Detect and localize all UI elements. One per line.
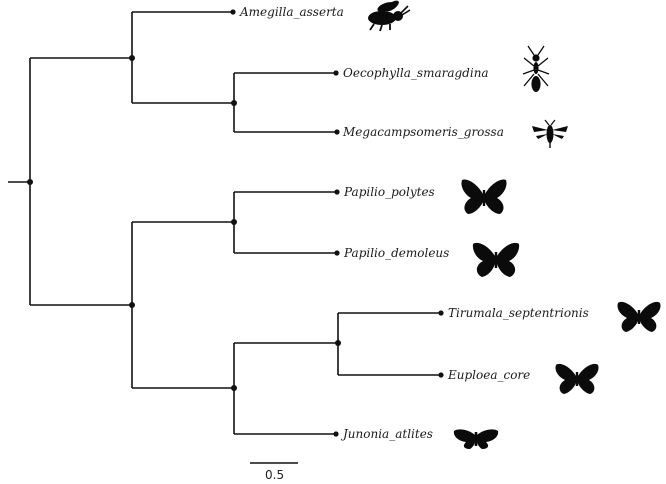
lepidoptera-node [129, 302, 135, 308]
tip-dot-tirumala [438, 310, 443, 315]
tip-label-tirumala: Tirumala_septentrionis [448, 306, 589, 320]
tip-dot-euploea [438, 372, 443, 377]
tip-dot-junonia [333, 431, 338, 436]
tip-label-megacampsomeris: Megacampsomeris_grossa [342, 125, 504, 139]
tip-label-oecophylla: Oecophylla_smaragdina [343, 66, 489, 80]
tip-dot-papilio-demoleus [334, 250, 339, 255]
ant-icon [523, 46, 549, 92]
tip-label-amegilla: Amegilla_asserta [239, 5, 344, 19]
hymenoptera-node [129, 55, 135, 61]
butterfly-icon [555, 364, 598, 394]
wasp-icon [532, 120, 568, 148]
butterfly-icon [473, 243, 519, 277]
tip-label-papilio-demoleus: Papilio_demoleus [343, 246, 449, 260]
nymphalid-node [231, 385, 237, 391]
tip-dot-oecophylla [333, 70, 338, 75]
butterfly-icon [461, 180, 506, 214]
root-node [27, 179, 33, 185]
moth-icon [454, 429, 498, 449]
tip-dot-papilio-polytes [334, 189, 339, 194]
danaine-node [335, 340, 341, 346]
tip-label-papilio-polytes: Papilio_polytes [343, 185, 435, 199]
tip-dot-amegilla [230, 9, 235, 14]
ant-wasp-node [231, 100, 237, 106]
bee-icon [368, 0, 410, 31]
tip-label-euploea: Euploea_core [447, 368, 530, 382]
tip-dot-megacampsomeris [334, 129, 339, 134]
tip-label-junonia: Junonia_atlites [340, 427, 433, 441]
scale-bar-label: 0.5 [265, 468, 284, 482]
papilio-node [231, 219, 237, 225]
butterfly-icon [617, 302, 660, 332]
